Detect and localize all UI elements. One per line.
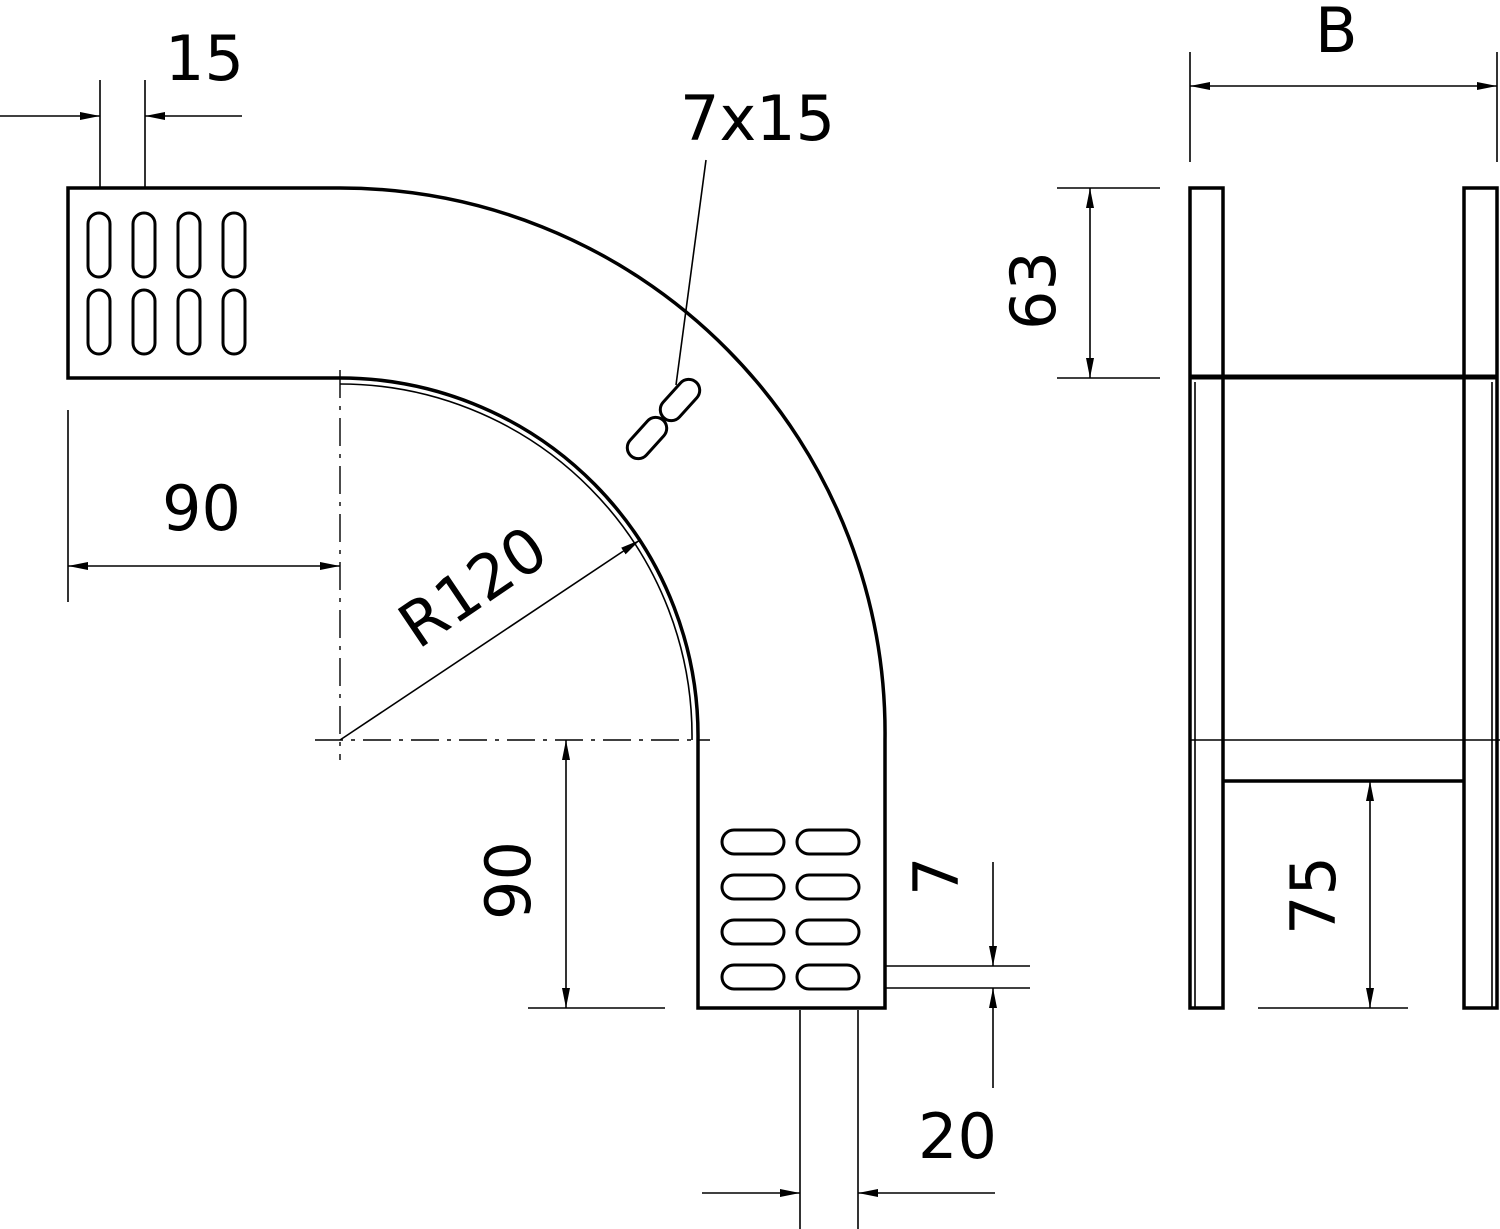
bend-inner-edge xyxy=(339,383,693,741)
dim-height: 63 xyxy=(997,251,1070,330)
slot xyxy=(720,828,786,856)
slot xyxy=(221,288,247,356)
slot xyxy=(86,211,112,279)
slot xyxy=(795,873,861,901)
slot xyxy=(795,828,861,856)
slot xyxy=(221,211,247,279)
dim-width: B xyxy=(1315,0,1358,67)
dim-slot-spacing: 20 xyxy=(918,1100,997,1173)
dim-slot-size: 7x15 xyxy=(680,82,835,155)
section-view: B 63 75 xyxy=(997,0,1500,1010)
slot xyxy=(176,211,202,279)
slot xyxy=(795,963,861,991)
slot xyxy=(795,918,861,946)
slot xyxy=(131,288,157,356)
left-side-wall xyxy=(1188,186,1225,1010)
dim-straight-bottom: 90 xyxy=(472,841,545,920)
bend-view xyxy=(66,186,887,1010)
slot xyxy=(720,963,786,991)
dim-radius: R120 xyxy=(386,512,561,663)
slot xyxy=(720,918,786,946)
dim-straight-top: 90 xyxy=(162,472,241,545)
slot xyxy=(658,377,702,423)
dim-slot-pitch: 15 xyxy=(165,22,244,95)
slot xyxy=(720,873,786,901)
top-slot-group xyxy=(86,211,247,356)
right-side-wall xyxy=(1462,186,1499,1010)
bend-outline xyxy=(66,186,887,1010)
slot xyxy=(176,288,202,356)
slot xyxy=(131,211,157,279)
dim-bottom-height: 75 xyxy=(1277,856,1350,935)
slot xyxy=(86,288,112,356)
bottom-slot-group xyxy=(720,828,861,991)
slot xyxy=(625,415,669,461)
dim-slot-width: 7 xyxy=(900,857,973,896)
bend-slot-group xyxy=(625,377,702,461)
